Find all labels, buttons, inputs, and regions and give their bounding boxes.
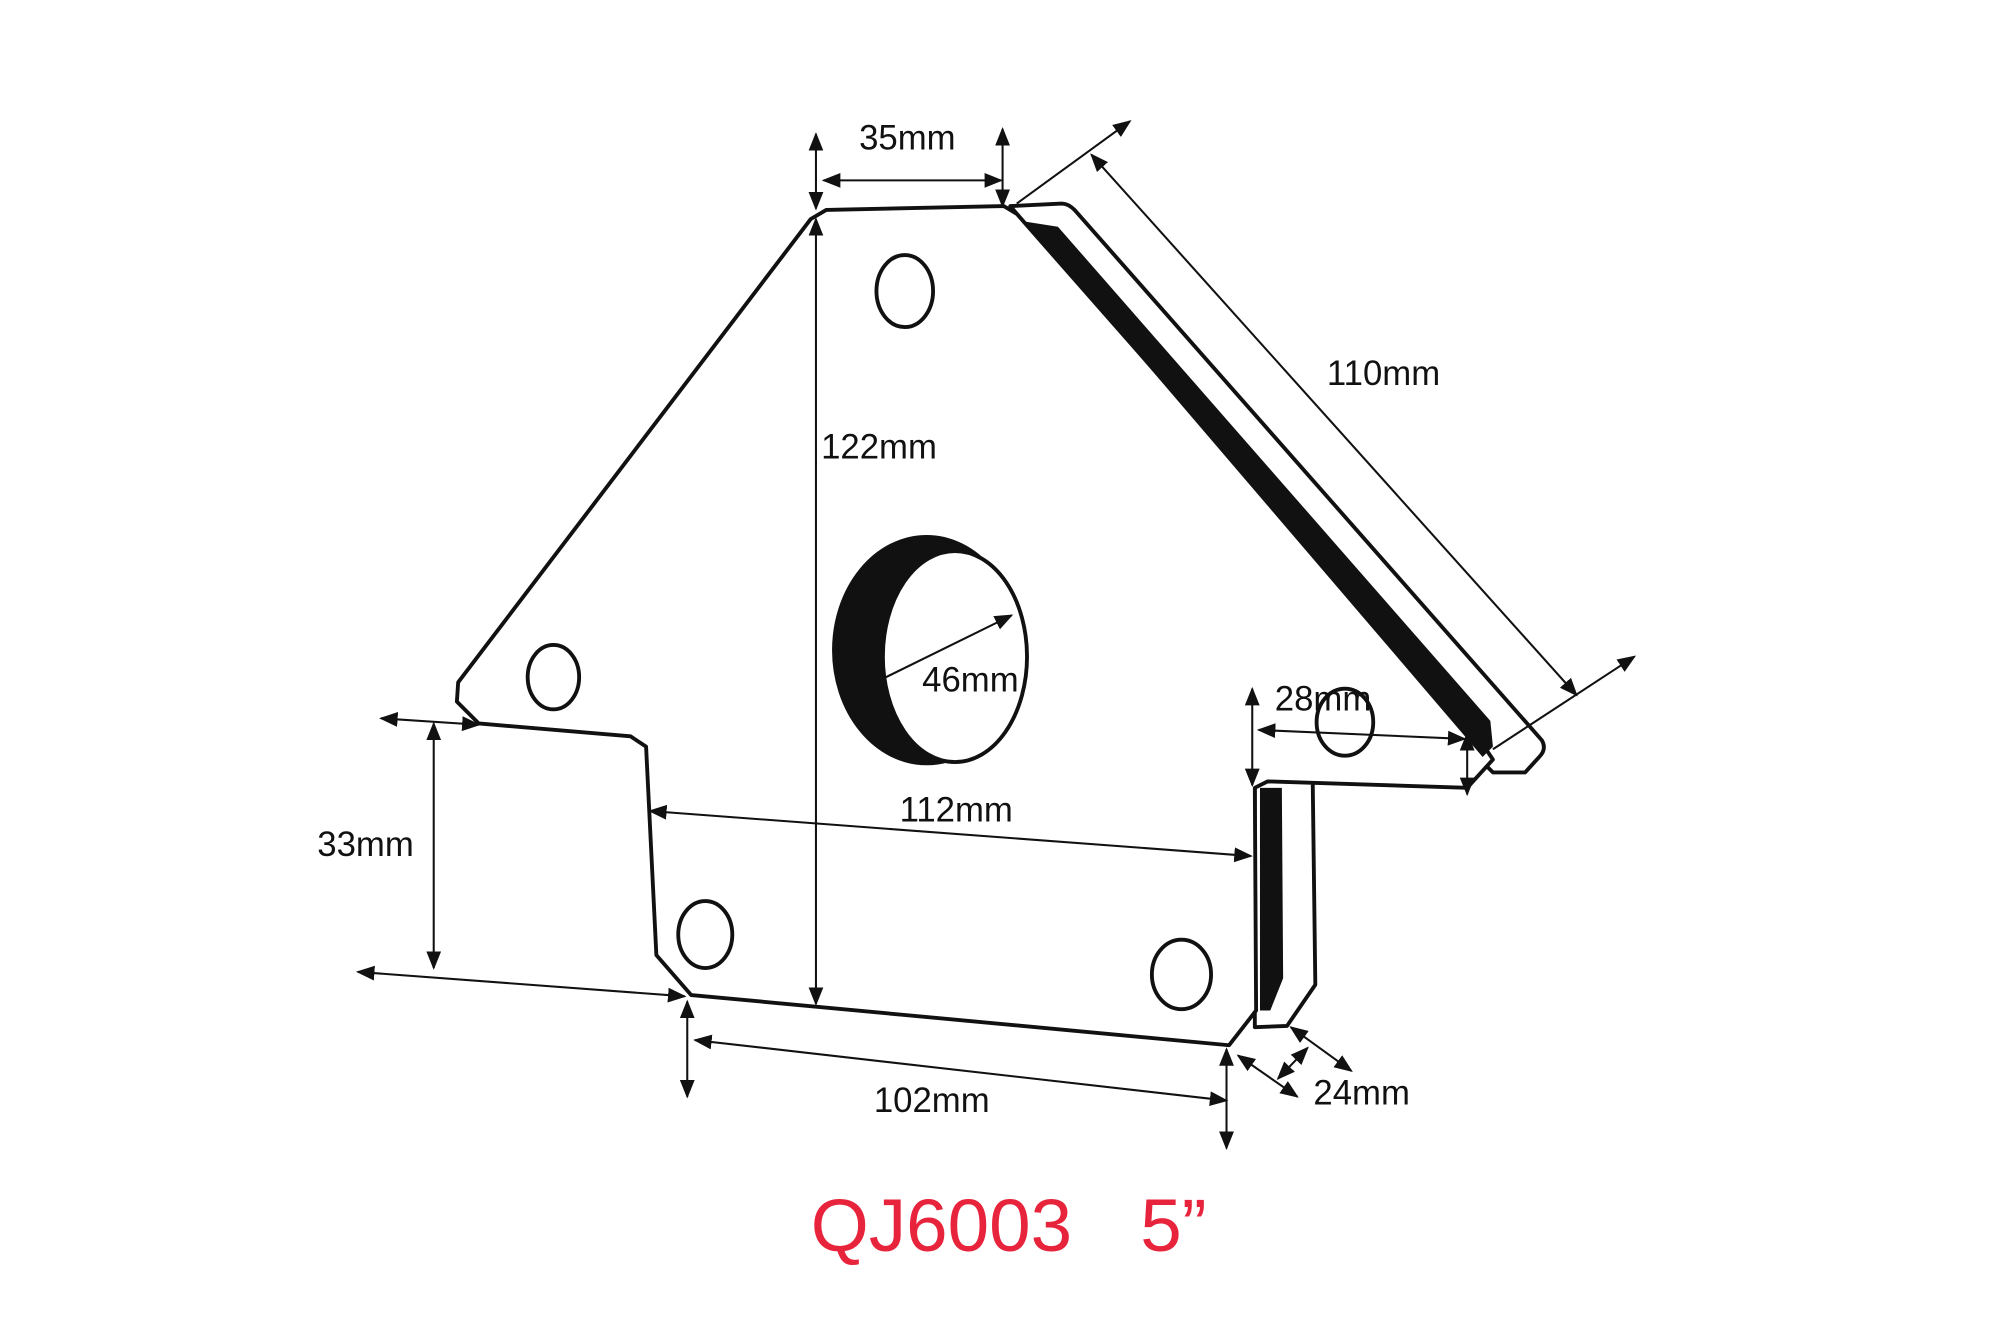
- model-size: 5”: [1140, 1183, 1206, 1267]
- dim-height: 122mm: [821, 428, 937, 466]
- dim-thickness: 24mm: [1313, 1074, 1410, 1112]
- dim-bottom-width: 102mm: [874, 1082, 990, 1120]
- dim-step-height: 33mm: [317, 826, 414, 864]
- dim-top-width: 35mm: [859, 119, 956, 157]
- dim-hole-diameter: 46mm: [922, 661, 1019, 699]
- dim-step-width: 28mm: [1275, 681, 1372, 719]
- dim-diagonal-length: 110mm: [1327, 355, 1440, 393]
- mount-hole-bottom-left: [676, 899, 735, 970]
- model-title: QJ6003 5”: [811, 1183, 1207, 1267]
- dim-inner-width: 112mm: [900, 791, 1013, 829]
- side-magnet-strip: [1259, 787, 1284, 1011]
- mount-hole-left: [525, 643, 582, 712]
- model-number: QJ6003: [811, 1183, 1072, 1267]
- center-hole: [880, 549, 1029, 765]
- mount-hole-bottom-right: [1149, 937, 1213, 1012]
- mount-hole-top: [874, 253, 936, 330]
